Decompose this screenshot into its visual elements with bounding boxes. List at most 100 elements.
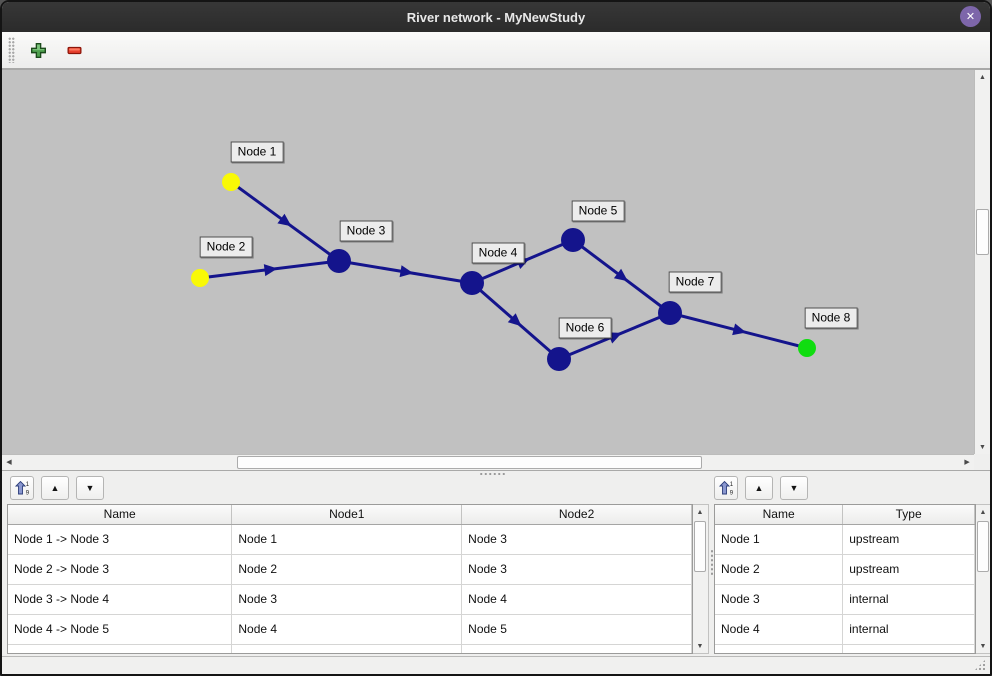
graph-hscroll-strip: ◀ ▶ <box>2 454 990 470</box>
table-cell[interactable]: Node 3 <box>461 524 692 555</box>
table-cell[interactable] <box>8 644 233 653</box>
move-up-button[interactable]: ▲ <box>41 475 69 500</box>
scrollbar-corner <box>974 454 990 470</box>
table-cell[interactable]: upstream <box>842 554 975 585</box>
table-cell[interactable]: internal <box>842 614 975 645</box>
scrollbar-thumb[interactable] <box>694 521 706 572</box>
reaches-toolbar: 1 9 ▲ ▼ <box>2 471 709 504</box>
window-title: River network - MyNewStudy <box>406 9 586 25</box>
toolbar-drag-handle[interactable] <box>8 37 15 63</box>
add-node-button[interactable] <box>25 37 51 63</box>
up-triangle-icon: ▲ <box>50 482 60 493</box>
scroll-left-arrow[interactable]: ◀ <box>6 459 12 466</box>
table-cell[interactable]: Node 3 <box>461 554 692 585</box>
nodes-table-scrollbar[interactable]: ▲ ▼ <box>976 504 990 654</box>
node-label-node-4[interactable]: Node 4 <box>471 242 525 264</box>
node-label-node-5[interactable]: Node 5 <box>571 200 625 222</box>
column-header-name[interactable]: Name <box>8 505 233 525</box>
node-label-node-2[interactable]: Node 2 <box>199 236 253 258</box>
scroll-up-arrow[interactable]: ▲ <box>696 508 704 516</box>
sort-ascending-icon: 1 9 <box>718 480 734 496</box>
graph-node-node-4[interactable] <box>460 271 484 295</box>
column-header-name[interactable]: Name <box>715 505 844 525</box>
table-cell[interactable]: upstream <box>842 524 975 555</box>
horizontal-splitter-handle[interactable] <box>479 472 506 476</box>
remove-node-button[interactable] <box>61 37 87 63</box>
scrollbar-thumb[interactable] <box>977 521 989 572</box>
scroll-down-arrow[interactable]: ▼ <box>696 642 704 650</box>
title-bar[interactable]: River network - MyNewStudy ✕ <box>2 2 990 32</box>
move-down-button[interactable]: ▼ <box>76 475 104 500</box>
node-label-node-6[interactable]: Node 6 <box>558 317 612 339</box>
table-cell[interactable]: Node 4 -> Node 5 <box>8 614 233 645</box>
scroll-down-arrow[interactable]: ▼ <box>979 443 986 451</box>
column-header-type[interactable]: Type <box>842 505 975 525</box>
window-resize-grip[interactable] <box>974 659 986 671</box>
graph-vertical-scrollbar[interactable]: ▲ ▼ <box>974 70 990 454</box>
close-icon: ✕ <box>965 11 976 23</box>
table-cell[interactable]: Node 4 <box>461 584 692 615</box>
graph-node-node-1[interactable] <box>222 173 240 191</box>
node-label-node-7[interactable]: Node 7 <box>668 271 722 293</box>
graph-node-node-7[interactable] <box>658 301 682 325</box>
column-header-node1[interactable]: Node1 <box>231 505 463 525</box>
sort-button[interactable]: 1 9 <box>10 475 34 500</box>
scrollbar-thumb[interactable] <box>976 209 989 255</box>
node-label-node-8[interactable]: Node 8 <box>804 307 858 329</box>
scroll-up-arrow[interactable]: ▲ <box>979 73 986 81</box>
table-cell[interactable] <box>715 644 844 653</box>
table-cell[interactable]: Node 2 -> Node 3 <box>8 554 233 585</box>
node-label-node-1[interactable]: Node 1 <box>230 141 284 163</box>
table-cell[interactable]: Node 3 -> Node 4 <box>8 584 233 615</box>
scroll-right-arrow[interactable]: ▶ <box>964 459 970 466</box>
scroll-down-arrow[interactable]: ▼ <box>979 642 987 650</box>
table-cell[interactable]: Node 3 <box>715 584 844 615</box>
table-row[interactable] <box>715 644 975 653</box>
table-cell[interactable]: Node 5 <box>461 614 692 645</box>
table-cell[interactable]: Node 1 -> Node 3 <box>8 524 233 555</box>
graph-node-node-8[interactable] <box>798 339 816 357</box>
graph-node-node-6[interactable] <box>547 347 571 371</box>
table-cell[interactable]: Node 2 <box>715 554 844 585</box>
table-cell[interactable] <box>842 644 975 653</box>
sort-button[interactable]: 1 9 <box>714 475 738 500</box>
table-cell[interactable]: Node 2 <box>231 554 463 585</box>
river-network-canvas[interactable]: Node 1 Node 2 Node 3 Node 4 Node 5 Node 6 Node… <box>2 70 974 454</box>
table-cell[interactable]: Node 1 <box>231 524 463 555</box>
svg-text:1: 1 <box>26 481 30 487</box>
table-cell[interactable]: Node 4 <box>715 614 844 645</box>
graph-node-node-5[interactable] <box>561 228 585 252</box>
edge-arrowhead-icon <box>732 323 747 336</box>
column-header-node2[interactable]: Node2 <box>461 505 692 525</box>
graph-node-node-3[interactable] <box>327 249 351 273</box>
table-cell[interactable] <box>231 644 463 653</box>
table-cell[interactable]: Node 1 <box>715 524 844 555</box>
graph-horizontal-scrollbar[interactable]: ◀ ▶ <box>2 454 975 470</box>
table-cell[interactable] <box>461 644 692 653</box>
table-cell[interactable]: Node 4 <box>231 614 463 645</box>
move-down-button[interactable]: ▼ <box>780 475 808 500</box>
node-label-node-3[interactable]: Node 3 <box>339 220 393 242</box>
scroll-up-arrow[interactable]: ▲ <box>979 508 987 516</box>
edge-arrowhead-icon <box>263 264 278 277</box>
graph-node-node-2[interactable] <box>191 269 209 287</box>
edge-arrowhead-icon <box>613 268 628 282</box>
table-cell[interactable]: Node 3 <box>231 584 463 615</box>
move-up-button[interactable]: ▲ <box>745 475 773 500</box>
reaches-table-scrollbar[interactable]: ▲ ▼ <box>693 504 709 654</box>
table-row[interactable] <box>8 644 692 653</box>
table-cell[interactable]: internal <box>842 584 975 615</box>
close-button[interactable]: ✕ <box>960 6 981 27</box>
scrollbar-thumb[interactable] <box>237 456 702 469</box>
vertical-splitter-handle[interactable] <box>710 549 714 576</box>
